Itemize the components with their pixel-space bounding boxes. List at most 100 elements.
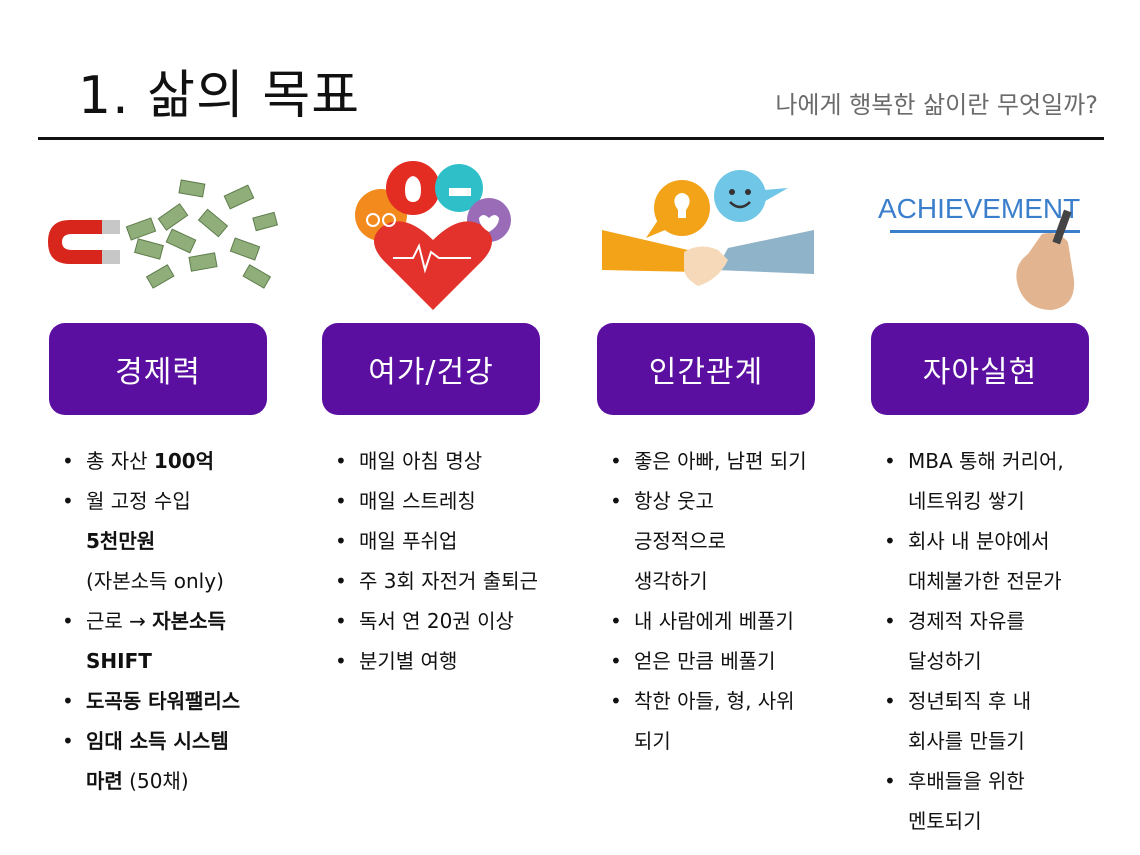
goal-item: • 얻은 만큼 베풀기 bbox=[588, 641, 828, 681]
goal-text: 생각하기 bbox=[634, 569, 708, 593]
goal-item: • 내 사람에게 베풀기 bbox=[588, 601, 828, 641]
goal-text: 매일 푸쉬업 bbox=[359, 529, 458, 553]
goal-text: 내 사람에게 베풀기 bbox=[634, 609, 794, 633]
goal-text: 매일 아침 명상 bbox=[359, 449, 483, 473]
goal-item: • 총 자산 100억 bbox=[40, 441, 280, 481]
goal-item-line: 대체불가한 전문가 bbox=[908, 561, 1102, 601]
goal-text: 되기 bbox=[634, 729, 671, 753]
page-title: 1. 삶의 목표 bbox=[78, 66, 361, 126]
bullet-icon: • bbox=[335, 609, 347, 633]
bullet-icon: • bbox=[884, 609, 896, 633]
goal-text: 대체불가한 전문가 bbox=[908, 569, 1062, 593]
bullet-icon: • bbox=[884, 769, 896, 793]
goal-text: 얻은 만큼 베풀기 bbox=[634, 649, 776, 673]
goal-item-line: 멘토되기 bbox=[908, 801, 1102, 841]
goal-item: •좋은 아빠, 남편 되기 bbox=[588, 441, 828, 481]
goal-text: 임대 소득 시스템 bbox=[86, 729, 229, 753]
goal-item-line: 생각하기 bbox=[634, 561, 828, 601]
goal-item-line: 되기 bbox=[634, 721, 828, 761]
goal-text: 자본소득 bbox=[152, 609, 226, 633]
goal-text: 착한 아들, 형, 사위 bbox=[634, 689, 795, 713]
goal-item-line: 도곡동 타워팰리스 bbox=[86, 681, 280, 721]
category-label: 자아실현 bbox=[871, 323, 1089, 415]
goal-text: 멘토되기 bbox=[908, 809, 982, 833]
goal-item-line: 임대 소득 시스템 bbox=[86, 721, 280, 761]
goal-item-line: (자본소득 only) bbox=[86, 561, 280, 601]
goal-item-line: 5천만원 bbox=[86, 521, 280, 561]
goal-text: 달성하기 bbox=[908, 649, 982, 673]
goal-list: • 매일 아침 명상 • 매일 스트레칭 • 매일 푸쉬업 • 주 3회 자전거 출퇴근 • 독서… bbox=[313, 441, 553, 681]
achievement-hand-icon: ACHIEVEMENT bbox=[862, 160, 1102, 315]
goal-text: 월 고정 수입 bbox=[86, 489, 191, 513]
goal-text: 후배들을 위한 bbox=[908, 769, 1025, 793]
bullet-icon: • bbox=[335, 489, 347, 513]
goal-text: 총 자산 bbox=[86, 449, 154, 473]
goal-text: 분기별 여행 bbox=[359, 649, 458, 673]
goal-item: • 월 고정 수입 5천만원 (자본소득 only) bbox=[40, 481, 280, 601]
goal-text: 마련 bbox=[86, 769, 123, 793]
goal-item-line: 매일 스트레칭 bbox=[359, 481, 553, 521]
bullet-icon: • bbox=[335, 569, 347, 593]
goal-item-line: 회사 내 분야에서 bbox=[908, 521, 1102, 561]
goal-item-line: 후배들을 위한 bbox=[908, 761, 1102, 801]
category-label: 인간관계 bbox=[597, 323, 815, 415]
goal-text: 근로 → bbox=[86, 609, 153, 633]
goal-item-line: 주 3회 자전거 출퇴근 bbox=[359, 561, 553, 601]
goal-item: • 매일 스트레칭 bbox=[313, 481, 553, 521]
goal-text: MBA 통해 커리어, bbox=[908, 449, 1064, 473]
goal-item-line: 마련 (50채) bbox=[86, 761, 280, 801]
bullet-icon: • bbox=[610, 689, 622, 713]
goal-text: 5천만원 bbox=[86, 529, 156, 553]
bullet-icon: • bbox=[62, 489, 74, 513]
goal-item: • 주 3회 자전거 출퇴근 bbox=[313, 561, 553, 601]
goal-text: 긍정적으로 bbox=[634, 529, 726, 553]
goal-item-line: 착한 아들, 형, 사위 bbox=[634, 681, 828, 721]
bullet-icon: • bbox=[610, 649, 622, 673]
goal-item-line: 회사를 만들기 bbox=[908, 721, 1102, 761]
goal-item: • 매일 아침 명상 bbox=[313, 441, 553, 481]
bullet-icon: • bbox=[62, 449, 74, 473]
bullet-icon: • bbox=[335, 529, 347, 553]
goal-text: SHIFT bbox=[86, 649, 152, 673]
goal-item-line: MBA 통해 커리어, bbox=[908, 441, 1102, 481]
category-label: 경제력 bbox=[49, 323, 267, 415]
bullet-icon: • bbox=[62, 609, 74, 633]
goal-item-line: 긍정적으로 bbox=[634, 521, 828, 561]
goal-text: 정년퇴직 후 내 bbox=[908, 689, 1032, 713]
goal-item-line: 달성하기 bbox=[908, 641, 1102, 681]
magnet-money-icon bbox=[40, 160, 280, 315]
goal-item-line: 독서 연 20권 이상 bbox=[359, 601, 553, 641]
achievement-text: ACHIEVEMENT bbox=[878, 193, 1080, 224]
bullet-icon: • bbox=[610, 609, 622, 633]
goal-item-line: 근로 → 자본소득 bbox=[86, 601, 280, 641]
goal-item: • 분기별 여행 bbox=[313, 641, 553, 681]
title-divider bbox=[38, 137, 1104, 140]
goal-list: • 총 자산 100억 • 월 고정 수입 5천만원 (자본소득 only) • 근로 → 자… bbox=[40, 441, 280, 801]
goal-item-line: 좋은 아빠, 남편 되기 bbox=[634, 441, 828, 481]
goal-item-line: 총 자산 100억 bbox=[86, 441, 280, 481]
page-subtitle: 나에게 행복한 삶이란 무엇일까? bbox=[775, 91, 1098, 119]
bullet-icon: • bbox=[62, 729, 74, 753]
goal-text: 회사 내 분야에서 bbox=[908, 529, 1050, 553]
bullet-icon: • bbox=[335, 449, 347, 473]
category-label: 여가/건강 bbox=[322, 323, 540, 415]
goal-text: 좋은 아빠, 남편 되기 bbox=[634, 449, 807, 473]
goal-text: 경제적 자유를 bbox=[908, 609, 1025, 633]
bullet-icon: • bbox=[335, 649, 347, 673]
goal-item-line: 매일 푸쉬업 bbox=[359, 521, 553, 561]
goal-item-line: SHIFT bbox=[86, 641, 280, 681]
goal-text: 항상 웃고 bbox=[634, 489, 714, 513]
goal-item-line: 분기별 여행 bbox=[359, 641, 553, 681]
goal-text: 도곡동 타워팰리스 bbox=[86, 689, 241, 713]
goal-text: (50채) bbox=[122, 769, 189, 793]
